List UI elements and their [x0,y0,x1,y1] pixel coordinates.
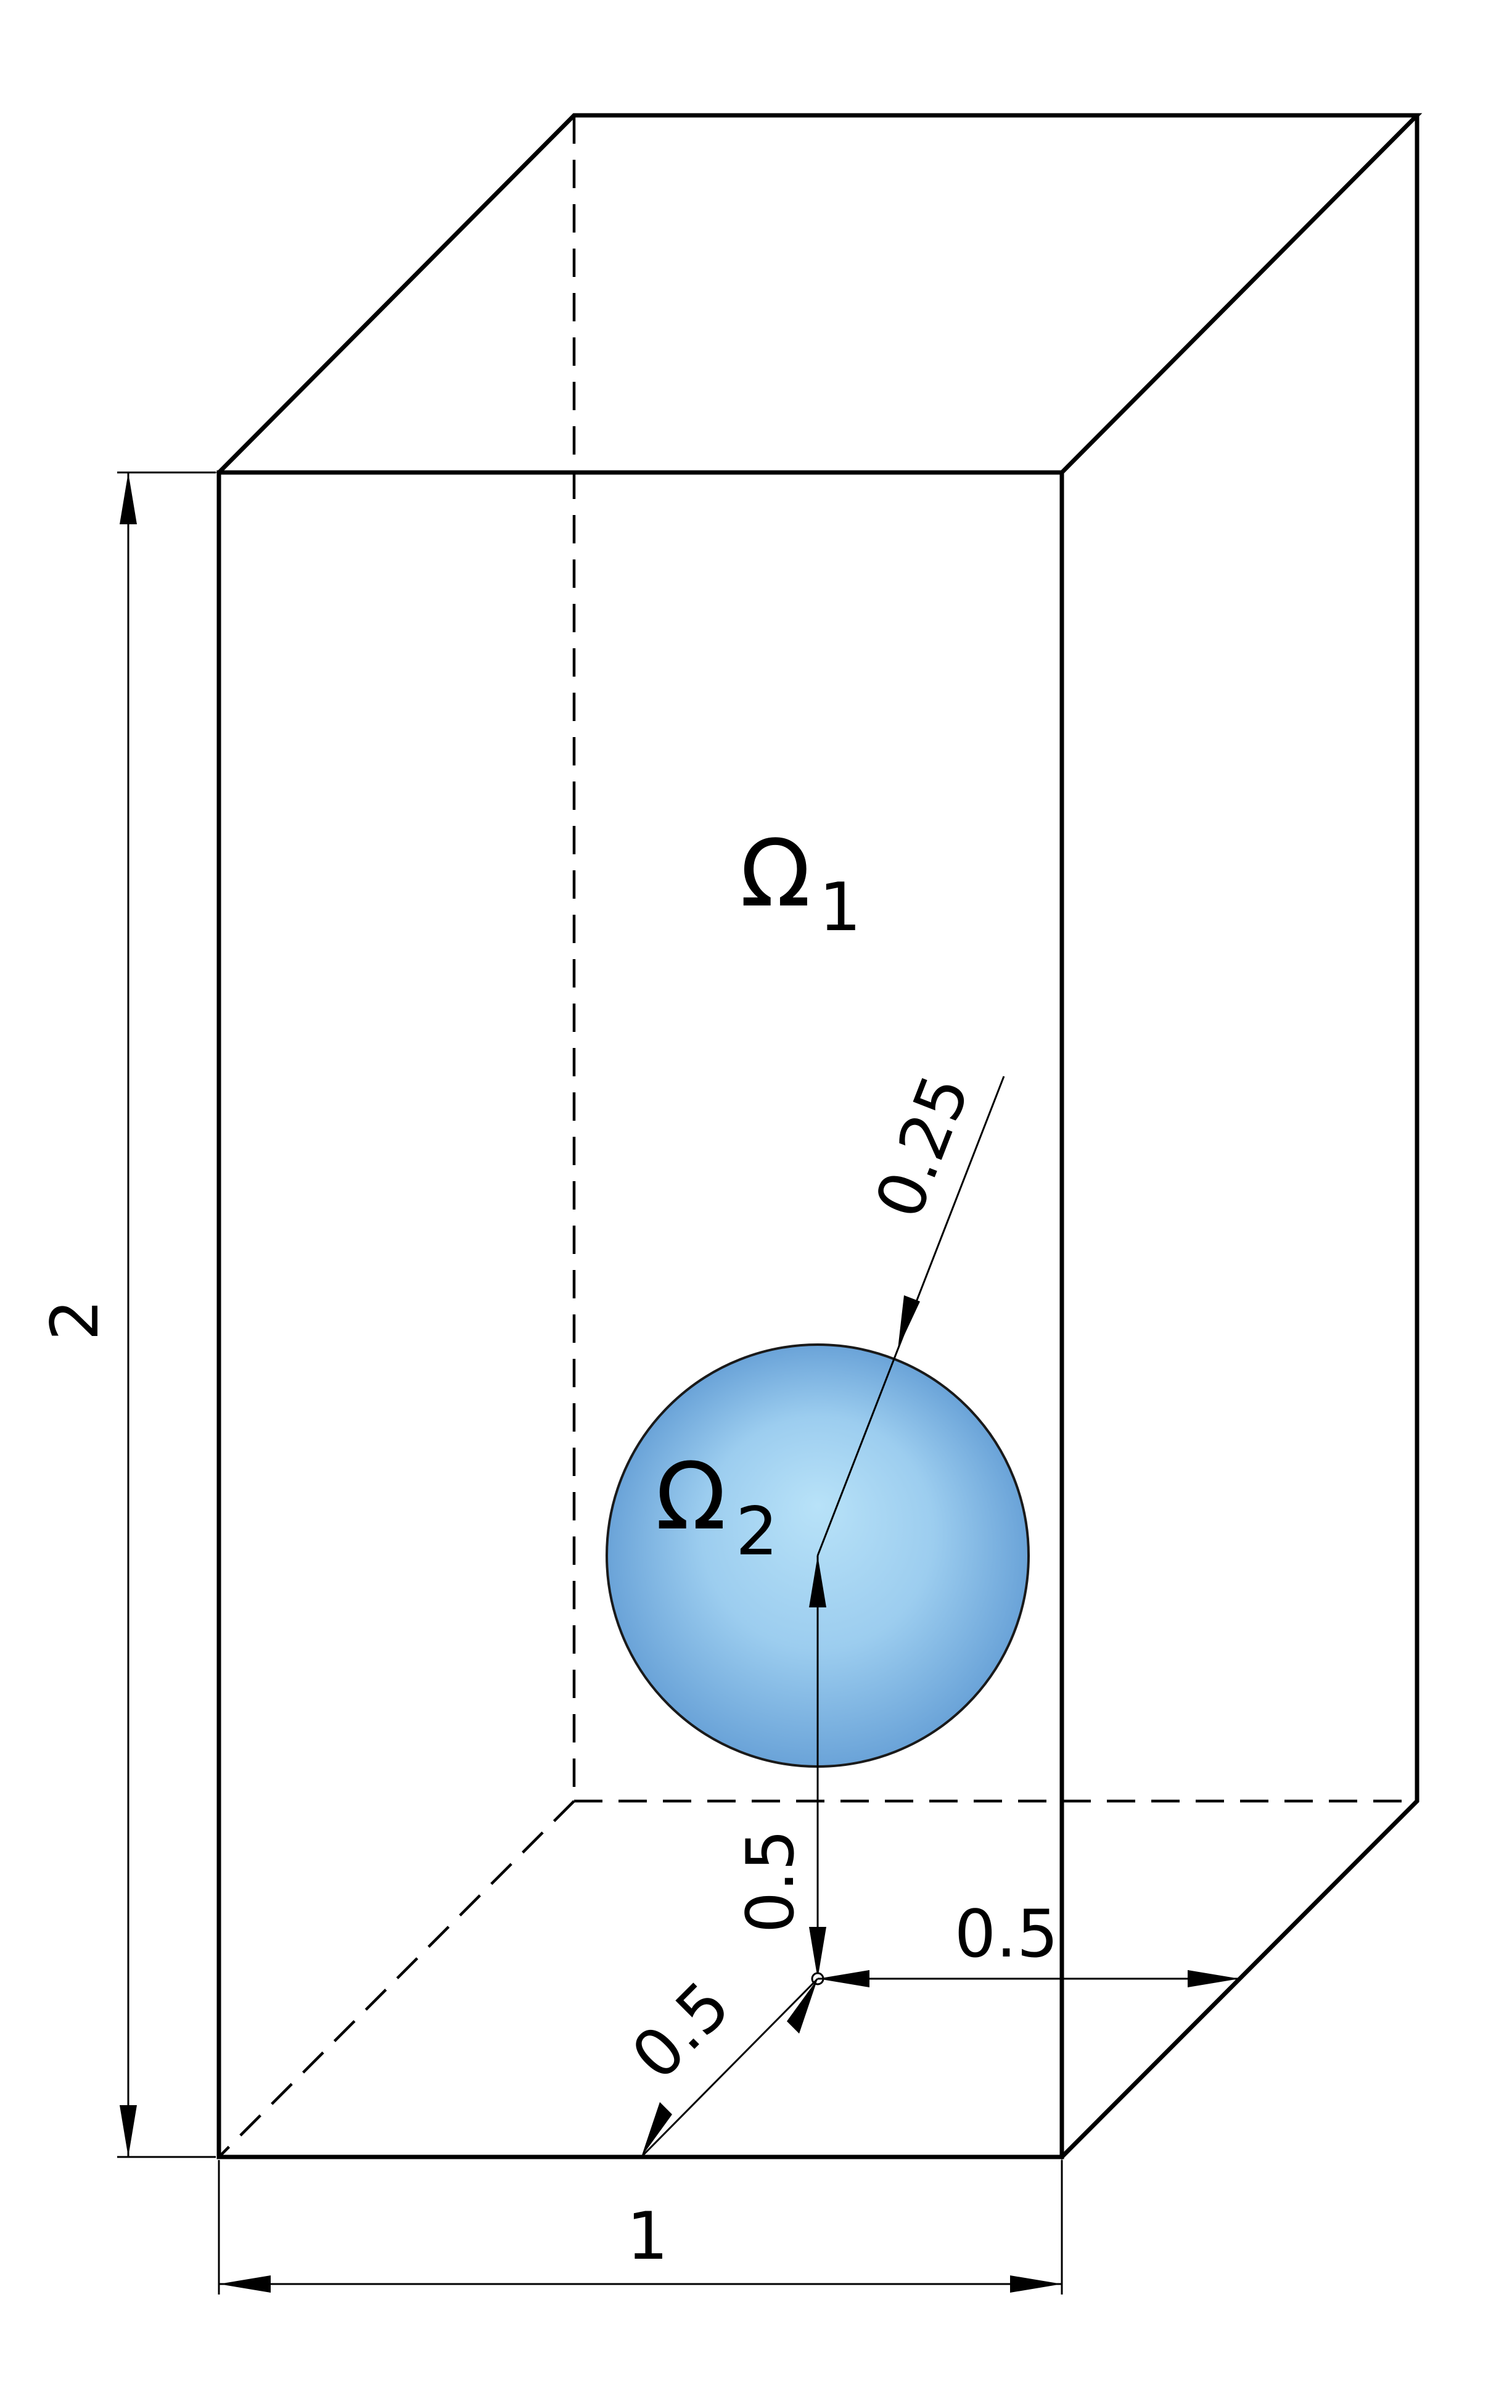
height-arrow-bottom [120,2105,137,2157]
height-arrow-top [120,472,137,524]
height-label: 2 [37,1299,113,1340]
width-arrow-left [219,2275,271,2293]
radius-arrow [898,1295,920,1349]
center-depth-line [640,1977,819,2158]
center-depth-dimension: 0.5 [617,1967,819,2158]
center-depth-label: 0.5 [617,1967,744,2094]
visible-edges [216,113,1423,2160]
omega-1-subscript: 1 [819,869,861,946]
center-height-arrow-bottom [809,1927,826,1979]
omega-2-symbol: Ω [655,1443,726,1551]
right-face-edges [1059,113,1420,2160]
hidden-edge-left-bottom [218,1800,575,2158]
center-depth-arrow-top [787,1979,818,2034]
width-label: 1 [627,2198,668,2274]
center-x-arrow-left [818,1970,869,1987]
center-height-label: 0.5 [733,1829,808,1934]
hidden-edges [218,115,1417,2158]
omega-2-subscript: 2 [736,1493,778,1570]
center-height-dimension: 0.5 [733,1556,826,1979]
omega-1-label: Ω 1 [740,820,861,946]
radius-label: 0.25 [861,1065,984,1228]
omega-2-label: Ω 2 [655,1443,778,1570]
center-x-label: 0.5 [955,1896,1059,1972]
width-arrow-right [1010,2275,1062,2293]
omega-1-symbol: Ω [740,820,811,928]
center-height-arrow-top [809,1556,826,1607]
center-depth-arrow-bottom [641,2102,672,2157]
center-x-arrow-right [1188,1970,1239,1987]
height-dimension: 2 [37,471,216,2158]
center-x-dimension: 0.5 [818,1896,1239,1987]
width-dimension: 1 [218,2160,1063,2295]
top-face-edges [216,113,1423,476]
front-face [216,470,1064,2159]
